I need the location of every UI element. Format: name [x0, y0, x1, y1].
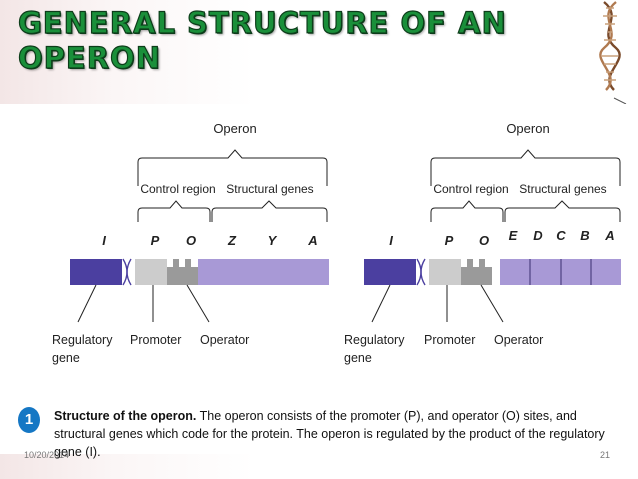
- operon-diagram-right: Operon Control region Structural genes I…: [344, 121, 621, 365]
- regulatory-gene-segment: [70, 259, 122, 285]
- caption-heading: Structure of the operon.: [54, 409, 197, 423]
- slide-title-line-2: OPERON: [17, 40, 161, 75]
- control-region-label: Control region: [140, 182, 215, 196]
- caption-body: The operon consists of the promoter (P),…: [54, 409, 605, 459]
- operator-segment: [167, 259, 198, 285]
- structural-genes-bracket: [504, 200, 621, 222]
- promoter-segment: [429, 259, 461, 285]
- regulatory-label-line-2: gene: [52, 351, 80, 365]
- gene-letter-i: I: [102, 233, 106, 248]
- promoter-label: Promoter: [424, 333, 475, 347]
- slide-title-line-1: GENERAL STRUCTURE OF AN: [17, 5, 507, 40]
- gene-letter-o: O: [186, 233, 196, 248]
- regulatory-label-line-2: gene: [344, 351, 372, 365]
- gene-letter-o: O: [479, 233, 489, 248]
- operator-segment: [461, 259, 492, 285]
- dna-break-icon: [122, 258, 132, 286]
- gene-letter-p: P: [445, 233, 454, 248]
- structural-genes-label: Structural genes: [226, 182, 313, 196]
- operon-figure-panel: Operon Control region Structural genes I…: [0, 104, 630, 454]
- regulatory-label-line-1: Regulatory: [52, 333, 113, 347]
- operon-label: Operon: [213, 121, 256, 136]
- regulatory-gene-pointer: [77, 284, 97, 323]
- dna-helix-icon: [599, 1, 627, 104]
- regulatory-gene-pointer: [371, 284, 391, 323]
- structural-genes-segment: [198, 259, 329, 285]
- gene-letter-a: A: [307, 233, 317, 248]
- regulatory-label-line-1: Regulatory: [344, 333, 405, 347]
- operator-pointer: [186, 284, 210, 323]
- operon-diagrams: Operon Control region Structural genes I…: [52, 121, 621, 365]
- page-number: 21: [600, 450, 611, 460]
- gene-letter-c: C: [556, 228, 566, 243]
- control-region-label: Control region: [433, 182, 508, 196]
- gene-letter-a: A: [604, 228, 614, 243]
- step-number-badge: 1: [18, 407, 40, 433]
- promoter-segment: [135, 259, 167, 285]
- gene-letter-z: Z: [227, 233, 237, 248]
- operon-bracket: [137, 149, 328, 186]
- promoter-label: Promoter: [130, 333, 181, 347]
- gene-letter-b: B: [580, 228, 589, 243]
- operator-label: Operator: [494, 333, 543, 347]
- regulatory-gene-segment: [364, 259, 416, 285]
- operon-label: Operon: [506, 121, 549, 136]
- operator-pointer: [480, 284, 504, 323]
- dna-break-icon: [416, 258, 426, 286]
- operon-bracket: [430, 149, 621, 186]
- gene-letter-i: I: [389, 233, 393, 248]
- footer-date: 10/20/2014: [24, 450, 70, 460]
- operon-diagram-left: Operon Control region Structural genes I…: [52, 121, 329, 365]
- operator-label: Operator: [200, 333, 249, 347]
- structural-genes-label: Structural genes: [519, 182, 606, 196]
- gene-letter-e: E: [509, 228, 518, 243]
- figure-caption: Structure of the operon. The operon cons…: [54, 407, 614, 461]
- gene-letter-y: Y: [268, 233, 278, 248]
- control-region-bracket: [430, 200, 504, 222]
- gene-letter-p: P: [151, 233, 160, 248]
- gene-dividers: [529, 259, 592, 285]
- structural-genes-bracket: [211, 200, 328, 222]
- slide-title: GENERAL STRUCTURE OF AN OPERON: [17, 5, 507, 76]
- control-region-bracket: [137, 200, 211, 222]
- gene-letter-d: D: [533, 228, 543, 243]
